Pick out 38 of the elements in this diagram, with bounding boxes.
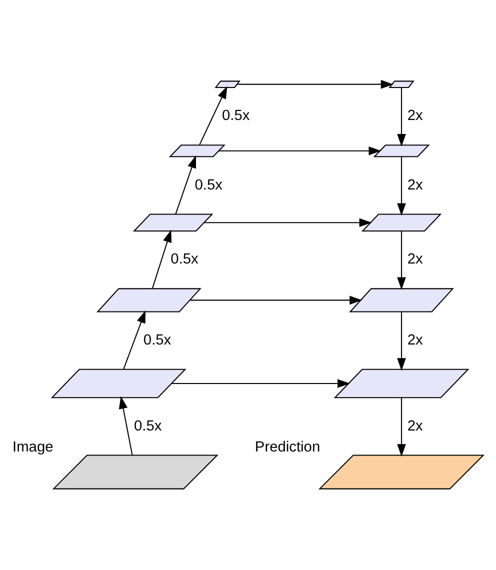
- edge-label: 0.5x: [194, 177, 222, 194]
- node-parallelogram: [388, 80, 414, 88]
- edge-label: 2x: [407, 177, 423, 194]
- node-parallelogram: [361, 214, 442, 232]
- arrow: [175, 155, 196, 214]
- arrow: [123, 310, 146, 370]
- node-parallelogram: [50, 368, 186, 398]
- edge-label: 0.5x: [170, 252, 198, 268]
- arrow: [118, 396, 133, 456]
- arrow: [198, 86, 228, 146]
- arrow: [397, 88, 406, 147]
- node-parallelogram: [334, 368, 470, 398]
- edge-label: 2x: [407, 252, 423, 268]
- arrow: [172, 379, 350, 388]
- arrow: [397, 231, 406, 290]
- arrow: [152, 230, 172, 288]
- arrow: [397, 312, 406, 371]
- node-label: Prediction: [254, 439, 320, 456]
- edge-label: 0.5x: [134, 418, 162, 434]
- node-label: Image: [12, 439, 54, 456]
- arrow: [397, 156, 406, 216]
- node-parallelogram: [318, 454, 485, 490]
- edge-label: 0.5x: [143, 332, 172, 348]
- node-parallelogram: [373, 144, 430, 158]
- arrow: [397, 398, 406, 457]
- arrow: [218, 146, 382, 156]
- node-parallelogram: [168, 144, 226, 158]
- edge-label: 2x: [407, 332, 423, 348]
- node-parallelogram: [132, 214, 214, 232]
- edge-label: 2x: [407, 418, 423, 434]
- arrow: [237, 80, 394, 89]
- node-parallelogram: [52, 454, 218, 490]
- node-parallelogram: [214, 80, 240, 88]
- node-parallelogram: [96, 288, 202, 312]
- edge-label: 2x: [407, 108, 423, 124]
- arrow: [190, 296, 362, 305]
- edge-label: 0.5x: [222, 108, 250, 124]
- arrow: [204, 218, 372, 228]
